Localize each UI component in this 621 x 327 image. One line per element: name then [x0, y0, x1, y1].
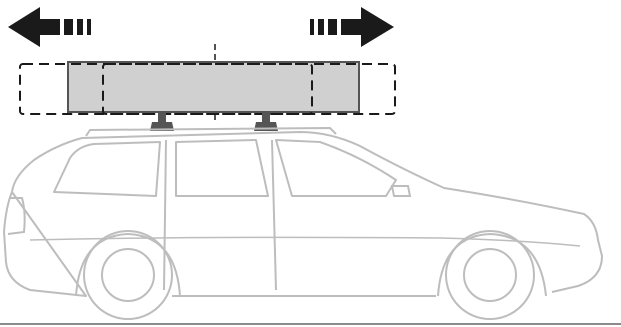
arrow-right-dash-3	[328, 19, 337, 35]
wheel-front	[445, 230, 535, 320]
roof-rail	[85, 127, 337, 137]
arrow-right-dash-2	[318, 19, 324, 35]
arrow-right-head	[341, 7, 394, 47]
arrow-left-head	[8, 7, 60, 47]
arrow-left-dash-1	[64, 19, 73, 35]
car-body	[3, 131, 603, 297]
wheel-arch-rear	[75, 232, 181, 297]
roof-box	[67, 61, 360, 113]
arrow-left-dash-3	[87, 19, 91, 35]
side-molding	[29, 236, 581, 247]
wheel-arch-front	[437, 232, 547, 297]
wheel-rear	[83, 230, 173, 320]
side-mirror	[390, 185, 412, 197]
arrow-left-dash-2	[77, 19, 83, 35]
door-line-1	[163, 139, 167, 291]
door-line-2	[271, 139, 277, 291]
arrow-right-dash-1	[310, 19, 314, 35]
roof-box-outline-right	[102, 63, 396, 115]
arrow-right-icon	[310, 7, 394, 47]
window-middle	[175, 139, 269, 197]
window-rear	[53, 141, 161, 197]
arrow-left-icon	[8, 7, 91, 47]
window-front	[275, 139, 397, 197]
rear-light	[7, 197, 26, 235]
